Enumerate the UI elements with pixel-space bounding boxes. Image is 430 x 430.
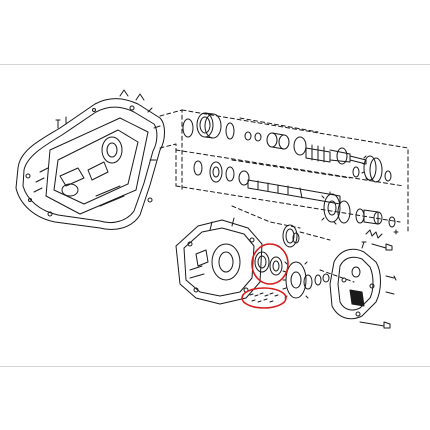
small-parts-group-highlight [241,287,287,309]
oil-seal-ring-large [254,251,283,276]
oil-seal-ring-large-highlight [251,243,289,285]
main-shaft-parts [193,160,399,239]
lower-housing [175,217,263,305]
side-cover [329,241,397,329]
top-rule [0,64,430,65]
lower-gear [282,261,330,299]
crankcase-cover [15,89,165,230]
alignment-dashes [159,109,409,283]
seal-ring-right [282,224,300,248]
top-shaft-parts [182,112,392,183]
small-parts-group [249,292,279,303]
highlight-marks [241,243,289,309]
bottom-rule [0,366,430,367]
